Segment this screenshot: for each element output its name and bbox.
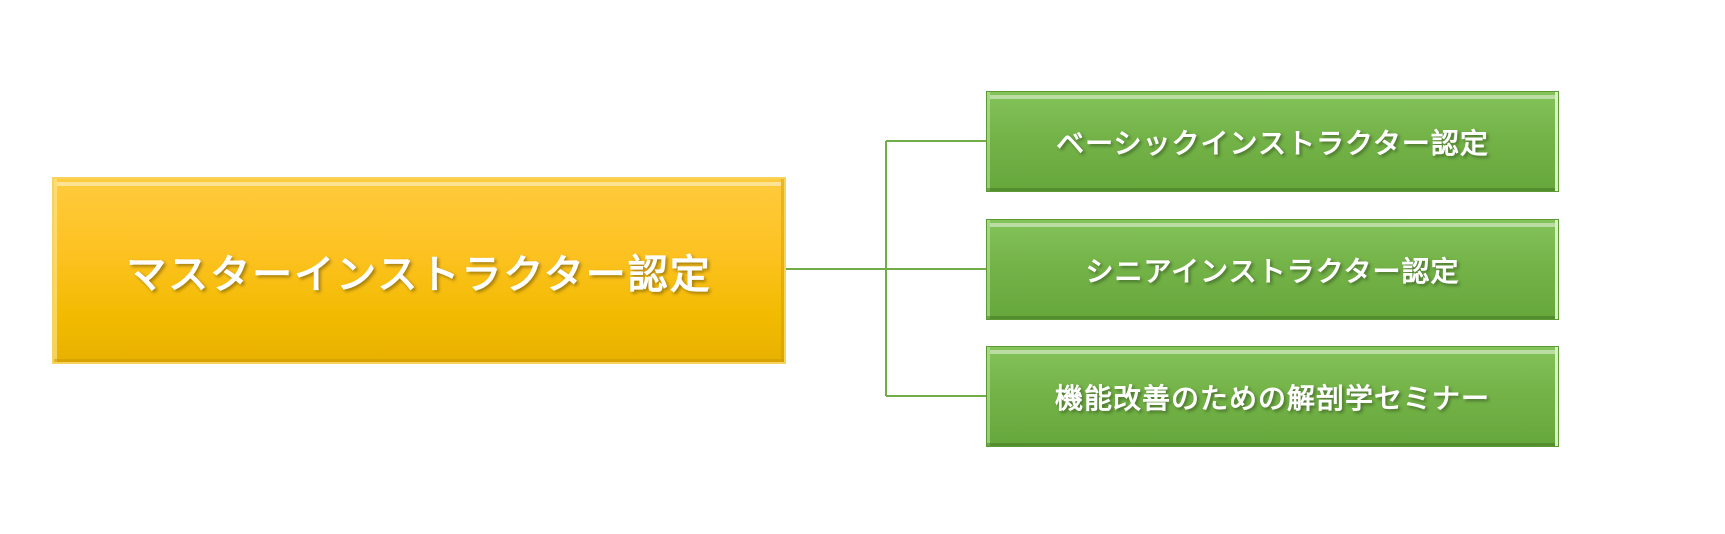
child-node-label: 機能改善のための解剖学セミナー bbox=[1054, 381, 1490, 415]
child-node-basic-instructor: ベーシックインストラクター認定 bbox=[986, 91, 1559, 192]
child-node-senior-instructor: シニアインストラクター認定 bbox=[986, 219, 1559, 320]
root-node-label: マスターインストラクター認定 bbox=[126, 251, 712, 298]
root-node-master-instructor: マスターインストラクター認定 bbox=[52, 177, 786, 364]
child-node-label: シニアインストラクター認定 bbox=[1085, 254, 1460, 288]
child-node-label: ベーシックインストラクター認定 bbox=[1056, 126, 1489, 160]
child-node-anatomy-seminar: 機能改善のための解剖学セミナー bbox=[986, 346, 1559, 447]
